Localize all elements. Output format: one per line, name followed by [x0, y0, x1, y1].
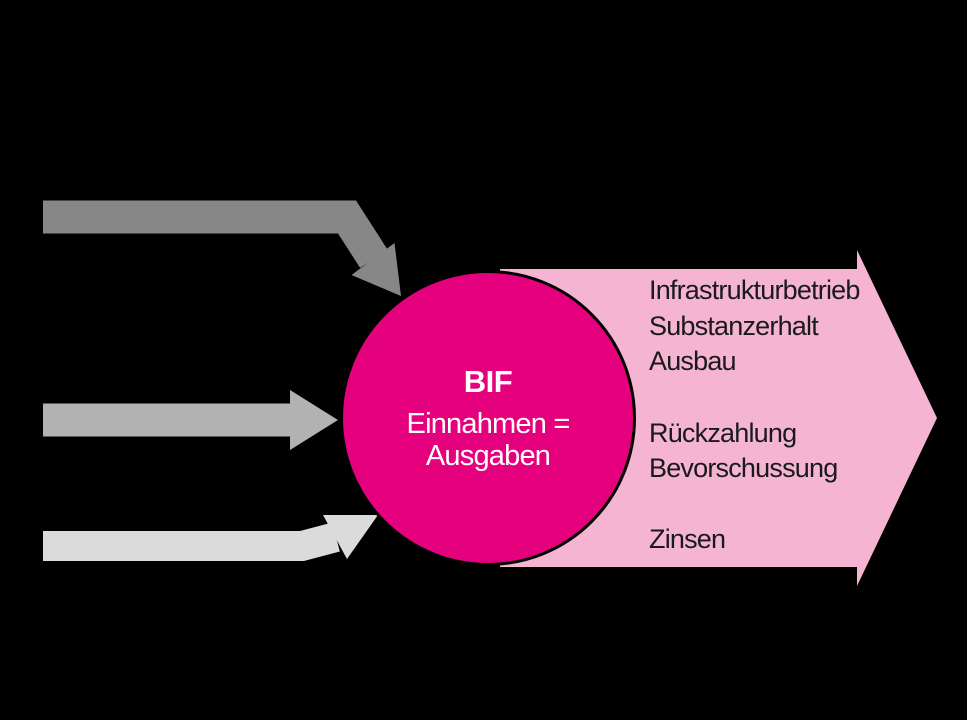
output-group-interest: Zinsen [649, 522, 860, 558]
bif-node-circle: BIF Einnahmen = Ausgaben [340, 270, 636, 566]
output-group-operations: Infrastrukturbetrieb Substanzerhalt Ausb… [649, 273, 860, 380]
output-label: Zinsen [649, 523, 726, 554]
node-subtitle: Einnahmen = Ausgaben [406, 407, 571, 472]
output-label: Rückzahlung [649, 417, 797, 448]
node-subtitle-line1: Einnahmen = [406, 407, 571, 440]
node-title: BIF [463, 363, 513, 399]
node-subtitle-line2: Ausgaben [425, 439, 551, 472]
output-label: Infrastrukturbetrieb [649, 275, 860, 305]
output-label: Ausbau [649, 346, 737, 376]
output-group-repayment: Rückzahlung Bevorschussung [649, 416, 860, 487]
output-label: Bevorschussung [649, 453, 838, 483]
output-labels: Infrastrukturbetrieb Substanzerhalt Ausb… [649, 273, 860, 557]
input-arrow-middle [43, 390, 338, 450]
input-arrow-bottom [43, 515, 378, 561]
input-arrow-top [43, 200, 401, 296]
output-label: Substanzerhalt [649, 310, 819, 341]
